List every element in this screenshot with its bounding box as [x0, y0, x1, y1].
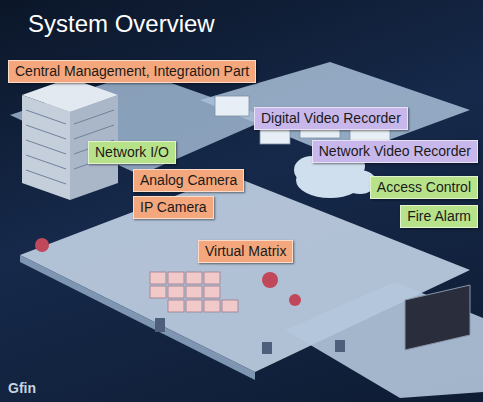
callout-box: Fire Alarm	[400, 205, 478, 228]
callout-text: Analog Camera	[140, 172, 237, 188]
callout-text: Central Management, Integration Part	[15, 63, 249, 79]
slide-title: System Overview	[28, 10, 215, 38]
callout-text: IP Camera	[140, 199, 207, 215]
callout-box: Virtual Matrix	[198, 240, 293, 263]
callout-box: Network I/O	[88, 141, 176, 164]
callout-box: IP Camera	[133, 196, 214, 219]
callout-box: Digital Video Recorder	[254, 107, 408, 130]
callout-text: Digital Video Recorder	[261, 110, 401, 126]
watermark: Gfin	[8, 380, 36, 396]
callout-text: Virtual Matrix	[205, 243, 286, 259]
callout-text: Network Video Recorder	[319, 143, 471, 159]
callout-text: Network I/O	[95, 144, 169, 160]
callout-box: Network Video Recorder	[312, 140, 478, 163]
callout-text: Fire Alarm	[407, 208, 471, 224]
callout-box: Central Management, Integration Part	[8, 60, 256, 83]
callout-box: Analog Camera	[133, 169, 244, 192]
callout-box: Access Control	[370, 176, 478, 199]
callout-text: Access Control	[377, 179, 471, 195]
